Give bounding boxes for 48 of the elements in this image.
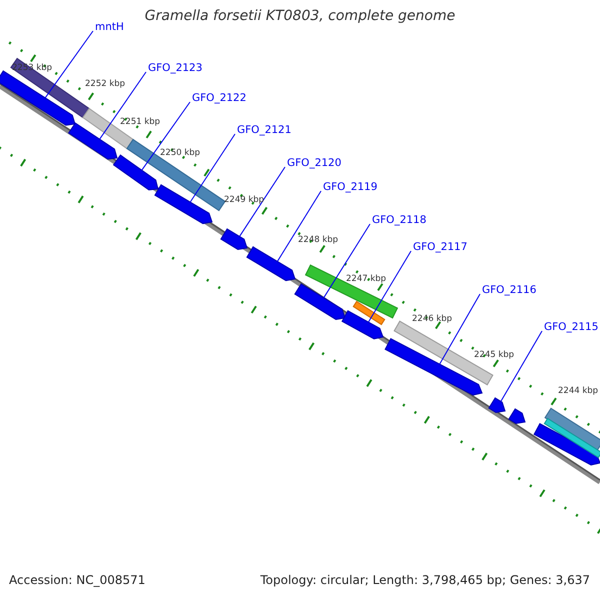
gene-feature bbox=[508, 408, 526, 424]
scale-label: 2245 kbp bbox=[474, 351, 514, 361]
gene-label: GFO_2118 bbox=[372, 214, 426, 226]
gene-label: GFO_2119 bbox=[323, 181, 378, 194]
gene-feature bbox=[544, 418, 600, 458]
scale-label: 2247 kbp bbox=[346, 275, 386, 285]
diagram-title: Gramella forsetii KT0803, complete genome bbox=[144, 8, 456, 24]
gene-feature bbox=[246, 246, 296, 282]
leader-line bbox=[141, 102, 190, 171]
gene-feature bbox=[294, 283, 346, 320]
gene-label: GFO_2121 bbox=[237, 124, 292, 136]
footer-text: Topology: circular; Length: 3,798,465 bp; Genes: 3,637 bbox=[260, 574, 590, 588]
gene-feature bbox=[220, 228, 248, 250]
gene-feature bbox=[154, 184, 213, 224]
gene-feature bbox=[488, 397, 506, 413]
gene-label: GFO_2120 bbox=[287, 157, 342, 170]
gene-feature bbox=[0, 70, 76, 126]
gene-feature bbox=[533, 423, 600, 466]
footer-text: Accession: NC_008571 bbox=[9, 574, 146, 588]
gene-label: mntH bbox=[95, 21, 124, 34]
scale-label: 2246 kbp bbox=[412, 315, 452, 325]
leader-line bbox=[239, 166, 286, 237]
leader-line bbox=[323, 224, 370, 298]
scale-label: 2251 kbp bbox=[120, 118, 160, 128]
gene-feature bbox=[341, 310, 384, 340]
leader-line bbox=[368, 250, 412, 323]
scale-label: 2253 kbp bbox=[12, 64, 52, 74]
gene-feature bbox=[126, 138, 226, 212]
gene-feature bbox=[112, 154, 159, 190]
leader-line bbox=[439, 294, 480, 365]
leader-line bbox=[500, 330, 542, 402]
leader-line bbox=[276, 190, 322, 262]
leader-line bbox=[44, 30, 94, 98]
leader-line bbox=[190, 134, 236, 203]
gene-feature bbox=[352, 300, 386, 326]
gene-label: GFO_2117 bbox=[413, 241, 468, 254]
scale-label: 2248 kbp bbox=[298, 236, 338, 246]
gene-feature bbox=[304, 264, 398, 319]
scale-label: 2244 kbp bbox=[558, 387, 598, 397]
gene-label: GFO_2123 bbox=[148, 62, 202, 74]
scale-label: 2252 kbp bbox=[85, 80, 126, 90]
scale-label: 2249 kbp bbox=[224, 196, 264, 206]
scale-label: 2250 kbp bbox=[160, 149, 200, 159]
gene-feature bbox=[68, 122, 118, 160]
gene-label: GFO_2122 bbox=[192, 92, 246, 104]
leader-line bbox=[99, 72, 146, 140]
gene-label: GFO_2115 bbox=[544, 321, 598, 334]
gene-label: GFO_2116 bbox=[482, 284, 536, 296]
